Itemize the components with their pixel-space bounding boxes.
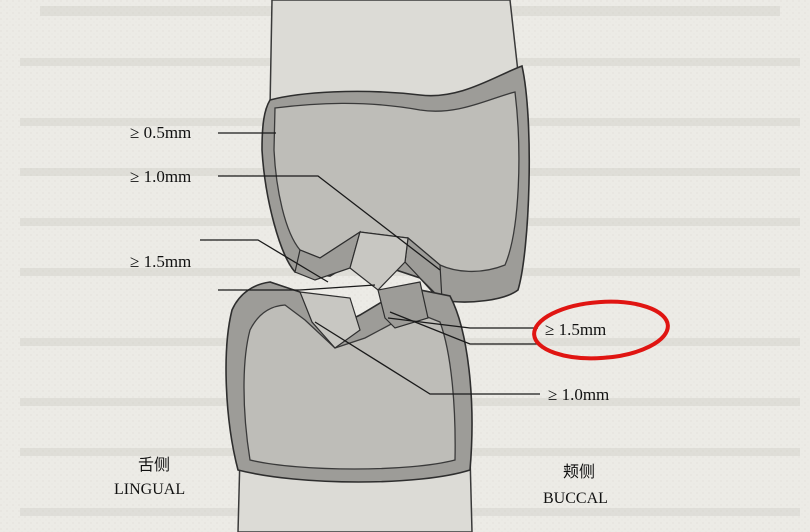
lingual-label-cn: 舌侧 [138,455,170,474]
label-1-5mm-buccal: ≥ 1.5mm [545,320,606,339]
buccal-label-cn: 颊侧 [563,462,595,481]
lower-cusp-prism [377,281,429,329]
buccal-label-en: BUCCAL [543,490,608,507]
upper-crown-core [273,91,520,273]
leader-line-15mm-buccal-b [389,311,538,345]
lingual-label-en: LINGUAL [114,481,185,498]
leader-line-15mm-lingual-a [200,239,329,283]
leader-line-15mm-buccal-a [387,317,538,329]
leader-line-10mm-lower [314,321,540,395]
leader-lines [200,132,540,395]
label-1-5mm-lingual: ≥ 1.5mm [130,252,191,271]
upper-occlusal-wedge [349,231,409,291]
red-circle-annotation [532,299,670,361]
label-1-0mm-upper: ≥ 1.0mm [130,167,191,186]
label-0-5mm: ≥ 0.5mm [130,123,191,142]
label-1-0mm-lower: ≥ 1.0mm [548,385,609,404]
leader-line-10mm-upper [218,175,441,271]
leader-line-15mm-lingual-b [218,284,376,291]
lower-cusp-slope [299,291,361,349]
lower-crown-core [243,304,456,470]
